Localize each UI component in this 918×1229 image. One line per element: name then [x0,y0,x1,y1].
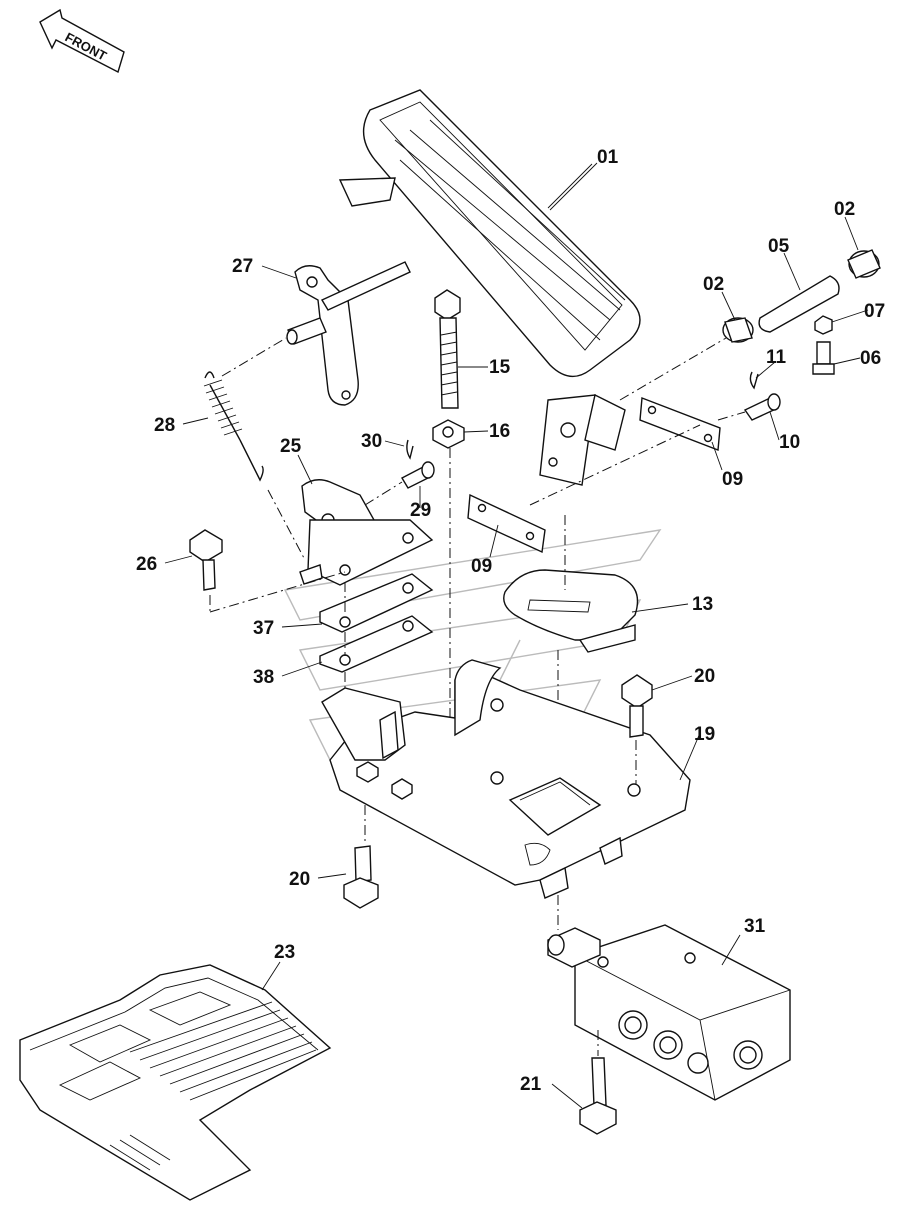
callout-02-left: 02 [703,274,724,295]
callout-02-right: 02 [834,199,855,220]
callout-15: 15 [489,357,511,378]
callout-07: 07 [864,301,885,322]
callout-31: 31 [744,916,766,937]
front-arrow-icon: FRONT [39,8,125,74]
callout-29: 29 [410,500,431,521]
lever-assembly [286,261,411,406]
mounting-bolt [189,529,346,613]
floor-mat [19,964,332,1201]
callout-20-upper: 20 [694,666,715,687]
callout-01: 01 [597,147,619,168]
callout-09-left: 09 [471,556,492,577]
callout-05: 05 [768,236,790,257]
callout-23: 23 [274,942,295,963]
flange-bolt-upper [621,674,653,785]
valve-block [547,895,791,1101]
callout-27: 27 [232,256,253,277]
callout-11: 11 [766,347,787,368]
callout-30: 30 [361,431,382,452]
callout-25: 25 [280,436,302,457]
callout-06: 06 [860,348,881,369]
callout-10: 10 [779,432,800,453]
callout-38: 38 [253,667,274,688]
pedal-bracket [299,479,434,586]
callout-09-right: 09 [722,469,743,490]
callout-20-lower: 20 [289,869,310,890]
callout-16: 16 [489,421,510,442]
return-spring [203,337,306,561]
valve-bolt [579,1030,617,1135]
callout-28: 28 [154,415,175,436]
bushing-and-shaft [619,249,881,401]
pin-and-cotter [717,371,781,421]
flange-bolt-lower [343,805,379,909]
callout-26: 26 [136,554,157,575]
link-plates [467,397,721,554]
callout-21: 21 [520,1074,542,1095]
callout-37: 37 [253,618,274,639]
lower-pin [364,439,435,506]
callout-13: 13 [692,594,713,615]
bolt-and-nut [432,289,465,740]
shim-plates [319,573,434,700]
base-plate [321,659,691,899]
callout-19: 19 [694,724,715,745]
accelerator-pedal [338,89,641,486]
rubber-boot [503,515,639,790]
leader-lines [164,162,869,1109]
